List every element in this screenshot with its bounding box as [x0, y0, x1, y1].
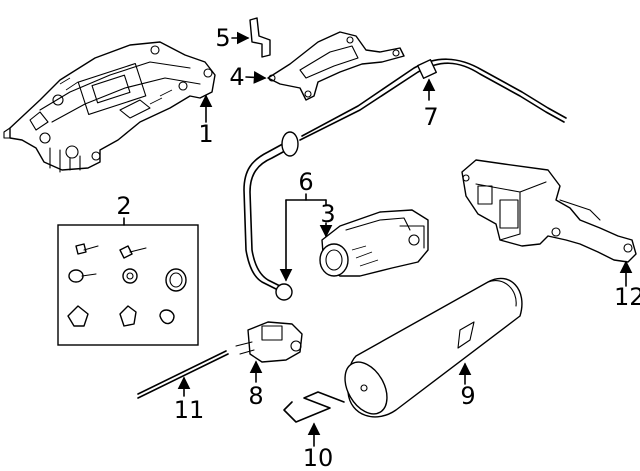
callout-label-5: 5: [215, 24, 230, 52]
part-2-hardware-kit[interactable]: [57, 224, 199, 346]
part-4-mounting-bracket[interactable]: [267, 31, 405, 101]
callout-label-7: 7: [423, 103, 438, 131]
callout-label-4: 4: [229, 63, 244, 91]
callout-label-3: 3: [320, 200, 335, 228]
callout-5: 5: [215, 24, 250, 52]
part-8-solenoid-valve[interactable]: [235, 321, 303, 363]
callout-10: 10: [303, 422, 334, 471]
callout-11: 11: [174, 376, 205, 424]
callout-4: 4: [229, 63, 267, 91]
callout-7: 7: [422, 78, 439, 131]
part-9-reservoir-tank[interactable]: [336, 277, 523, 421]
part-10-clip[interactable]: [283, 391, 345, 423]
part-11-rod[interactable]: [137, 350, 229, 399]
callout-label-1: 1: [198, 120, 213, 148]
callout-label-2: 2: [116, 192, 131, 220]
callout-label-12: 12: [614, 283, 640, 311]
part-1-compressor-assembly[interactable]: [3, 41, 216, 173]
callout-label-10: 10: [303, 444, 334, 471]
part-5-bracket[interactable]: [249, 17, 271, 58]
callout-1: 1: [198, 94, 214, 148]
callout-label-11: 11: [174, 396, 205, 424]
part-7-air-line[interactable]: [243, 58, 567, 301]
callout-label-6: 6: [298, 168, 313, 196]
part-12-valve-block[interactable]: [461, 159, 637, 263]
callout-12: 12: [614, 260, 640, 311]
callout-6: 6: [279, 168, 327, 282]
part-3-compressor-motor[interactable]: [319, 209, 429, 277]
callout-3: 3: [319, 200, 336, 238]
callout-label-9: 9: [460, 382, 475, 410]
callout-8: 8: [248, 360, 264, 410]
callout-2: 2: [116, 192, 132, 226]
callout-9: 9: [458, 362, 476, 410]
callout-label-8: 8: [248, 382, 263, 410]
